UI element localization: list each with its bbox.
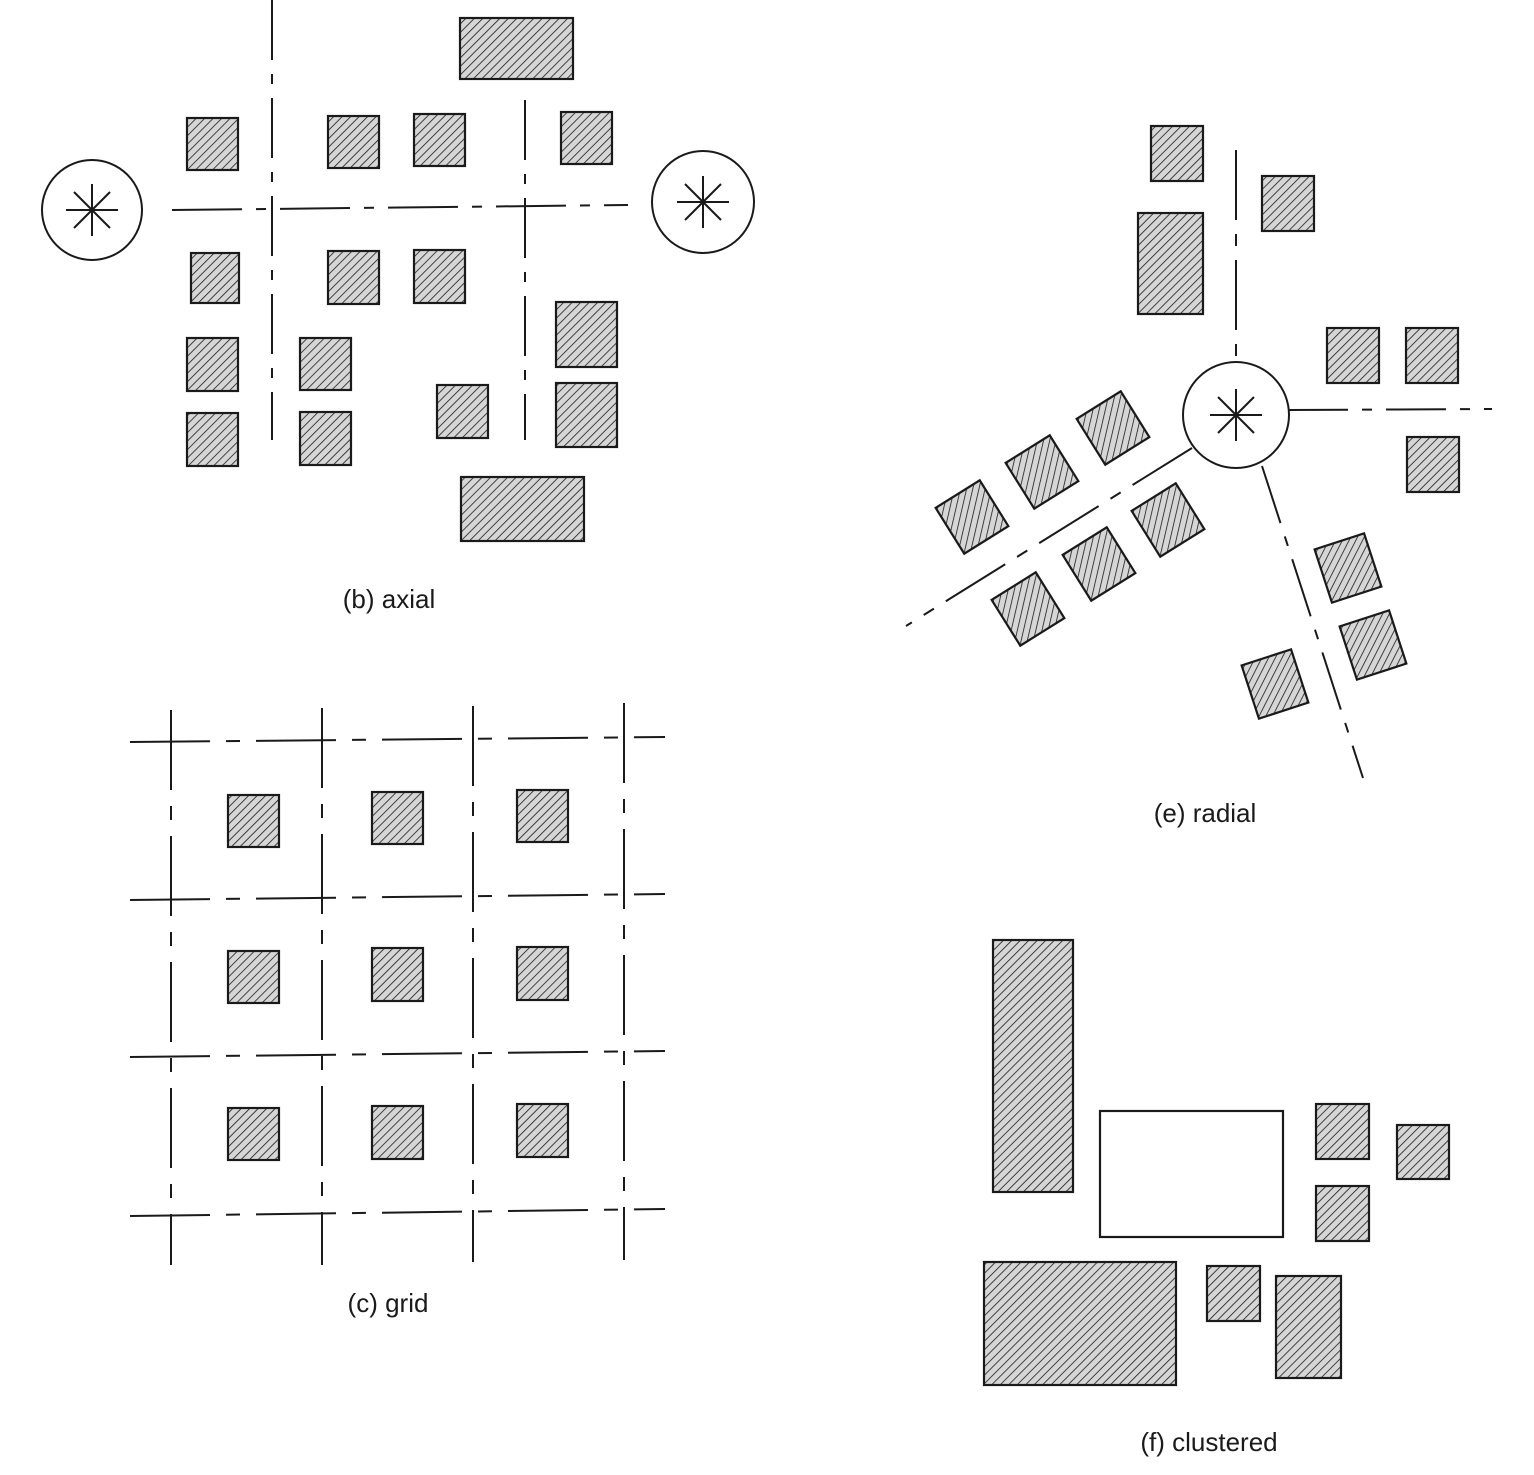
grid-buildings bbox=[226, 788, 570, 1162]
grid-axes bbox=[129, 703, 666, 1265]
clustered-buildings bbox=[982, 938, 1451, 1387]
radial-caption: (e) radial bbox=[1154, 798, 1257, 828]
grid-diagram: (c) grid bbox=[129, 703, 666, 1318]
radial-buildings bbox=[934, 124, 1461, 721]
asterisk-node-icon bbox=[1210, 389, 1262, 441]
axial-buildings bbox=[185, 16, 619, 543]
axial-diagram: (b) axial bbox=[41, 0, 755, 614]
axial-node-left bbox=[41, 159, 143, 261]
radial-diagram: (e) radial bbox=[905, 124, 1493, 828]
radial-node bbox=[1182, 361, 1290, 469]
radial-axes bbox=[905, 150, 1493, 779]
axial-caption: (b) axial bbox=[343, 584, 435, 614]
axial-node-right bbox=[651, 150, 755, 254]
axial-axes bbox=[171, 0, 629, 440]
clustered-diagram: (f) clustered bbox=[982, 938, 1451, 1457]
clustered-caption: (f) clustered bbox=[1140, 1427, 1277, 1457]
grid-caption: (c) grid bbox=[348, 1288, 429, 1318]
asterisk-node-icon bbox=[677, 176, 729, 228]
asterisk-node-icon bbox=[66, 184, 118, 236]
